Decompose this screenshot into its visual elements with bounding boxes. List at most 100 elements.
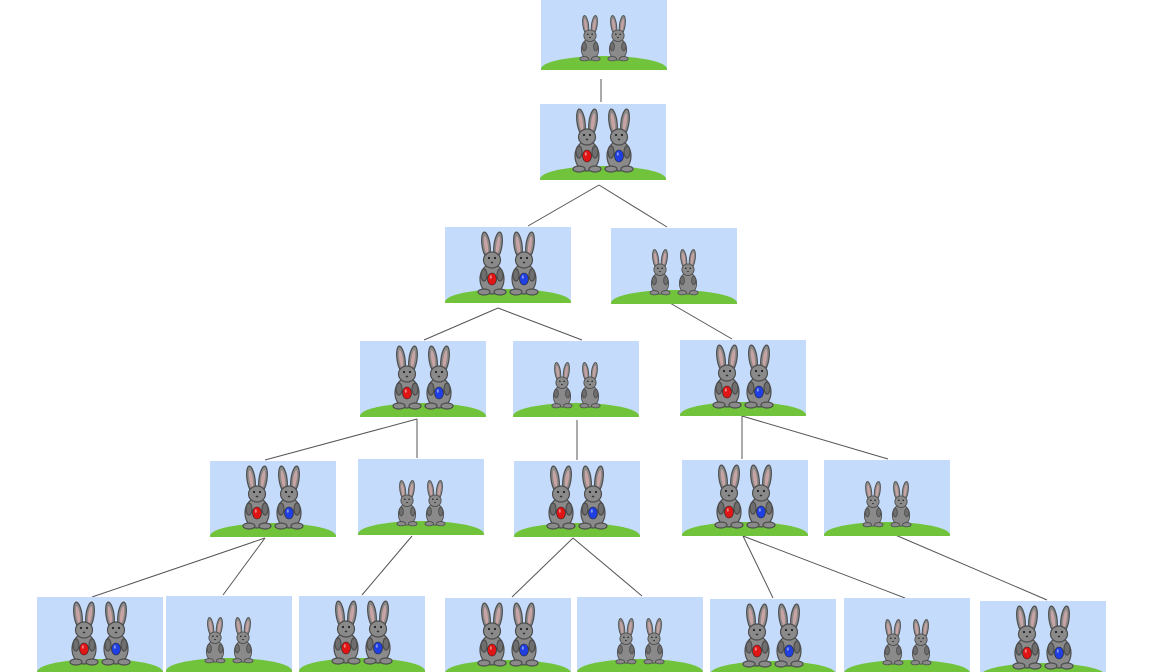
tree-node-n3: [611, 228, 737, 304]
bunny-right: [274, 465, 304, 530]
tree-node-n12: [37, 597, 163, 672]
tree-node-n13: [166, 596, 292, 672]
edge-n10-n18: [742, 535, 906, 599]
bunny-left: [477, 602, 507, 667]
nodes-layer: [37, 0, 1106, 672]
bunny-left: [392, 345, 422, 410]
bunny-left: [742, 603, 772, 668]
bunny-right: [910, 619, 932, 666]
bunny-left: [649, 249, 671, 296]
edge-n2-n4: [423, 307, 499, 341]
bunny-right: [232, 617, 254, 664]
egg-icon: [111, 642, 121, 656]
edge-n8-n14: [361, 535, 413, 596]
tree-node-n1: [540, 104, 666, 180]
bunny-left: [242, 465, 272, 530]
grass-hill: [37, 659, 163, 672]
egg-icon: [724, 505, 734, 519]
egg-icon: [1022, 646, 1032, 660]
grass-hill: [299, 658, 425, 672]
bunny-left: [69, 601, 99, 666]
egg-icon: [487, 643, 497, 657]
tree-node-n9: [514, 461, 640, 537]
edge-n10-n17: [742, 535, 774, 599]
bunny-left: [714, 464, 744, 529]
bunny-right: [424, 480, 446, 527]
grass-hill: [710, 661, 836, 672]
tree-node-n0: [541, 0, 667, 70]
tree-node-n8: [358, 459, 484, 535]
sky-background: [445, 598, 571, 672]
bunny-right: [677, 249, 699, 296]
tree-node-n6: [680, 340, 806, 416]
bunny-right: [774, 603, 804, 668]
bunny-right: [509, 602, 539, 667]
tree-node-n19: [980, 601, 1106, 672]
bunny-right: [604, 108, 634, 173]
edge-n4-n7: [264, 418, 418, 461]
edge-n9-n15: [511, 537, 574, 598]
grass-hill: [210, 523, 336, 537]
egg-icon: [784, 644, 794, 658]
egg-icon: [752, 644, 762, 658]
bunny-left: [712, 344, 742, 409]
tree-node-n18: [844, 598, 970, 672]
grass-hill: [166, 658, 292, 672]
bunny-right: [643, 618, 665, 665]
tree-node-n5: [513, 341, 639, 417]
bunny-right: [607, 15, 629, 62]
bunny-right: [363, 600, 393, 665]
bunny-right: [1044, 605, 1074, 670]
bunny-right: [578, 465, 608, 530]
egg-icon: [341, 641, 351, 655]
bunny-left: [862, 481, 884, 528]
egg-icon: [588, 506, 598, 520]
bunny-right: [579, 362, 601, 409]
bunny-left: [572, 108, 602, 173]
egg-icon: [519, 643, 529, 657]
edge-n7-n12: [91, 537, 266, 598]
bunny-right: [746, 464, 776, 529]
tree-node-n17: [710, 599, 836, 672]
bunny-right: [890, 481, 912, 528]
bunny-left: [882, 619, 904, 666]
grass-hill: [541, 56, 667, 70]
egg-icon: [722, 385, 732, 399]
edge-n1-n3: [598, 184, 668, 228]
bunny-left: [615, 618, 637, 665]
bunny-left: [477, 231, 507, 296]
bunny-left: [204, 617, 226, 664]
grass-hill: [513, 403, 639, 417]
egg-icon: [487, 272, 497, 286]
bunny-right: [744, 344, 774, 409]
egg-icon: [434, 386, 444, 400]
edge-n11-n19: [892, 533, 1048, 601]
edge-n9-n16: [572, 537, 643, 597]
egg-icon: [582, 149, 592, 163]
tree-node-n16: [577, 597, 703, 672]
egg-icon: [252, 506, 262, 520]
tree-node-n15: [445, 598, 571, 672]
egg-icon: [754, 385, 764, 399]
bunny-left: [1012, 605, 1042, 670]
bunny-right: [509, 231, 539, 296]
egg-icon: [284, 506, 294, 520]
grass-hill: [611, 290, 737, 304]
edge-n2-n5: [497, 307, 583, 341]
grass-hill: [514, 523, 640, 537]
sky-background: [710, 599, 836, 672]
grass-hill: [824, 522, 950, 536]
egg-icon: [756, 505, 766, 519]
tree-node-n11: [824, 460, 950, 536]
sky-background: [980, 601, 1106, 672]
bunny-right: [101, 601, 131, 666]
egg-icon: [519, 272, 529, 286]
grass-hill: [680, 402, 806, 416]
edge-n7-n13: [222, 537, 266, 596]
egg-icon: [402, 386, 412, 400]
edge-n1-n2: [527, 184, 600, 227]
tree-node-n4: [360, 341, 486, 417]
grass-hill: [445, 289, 571, 303]
tree-node-n10: [682, 460, 808, 536]
